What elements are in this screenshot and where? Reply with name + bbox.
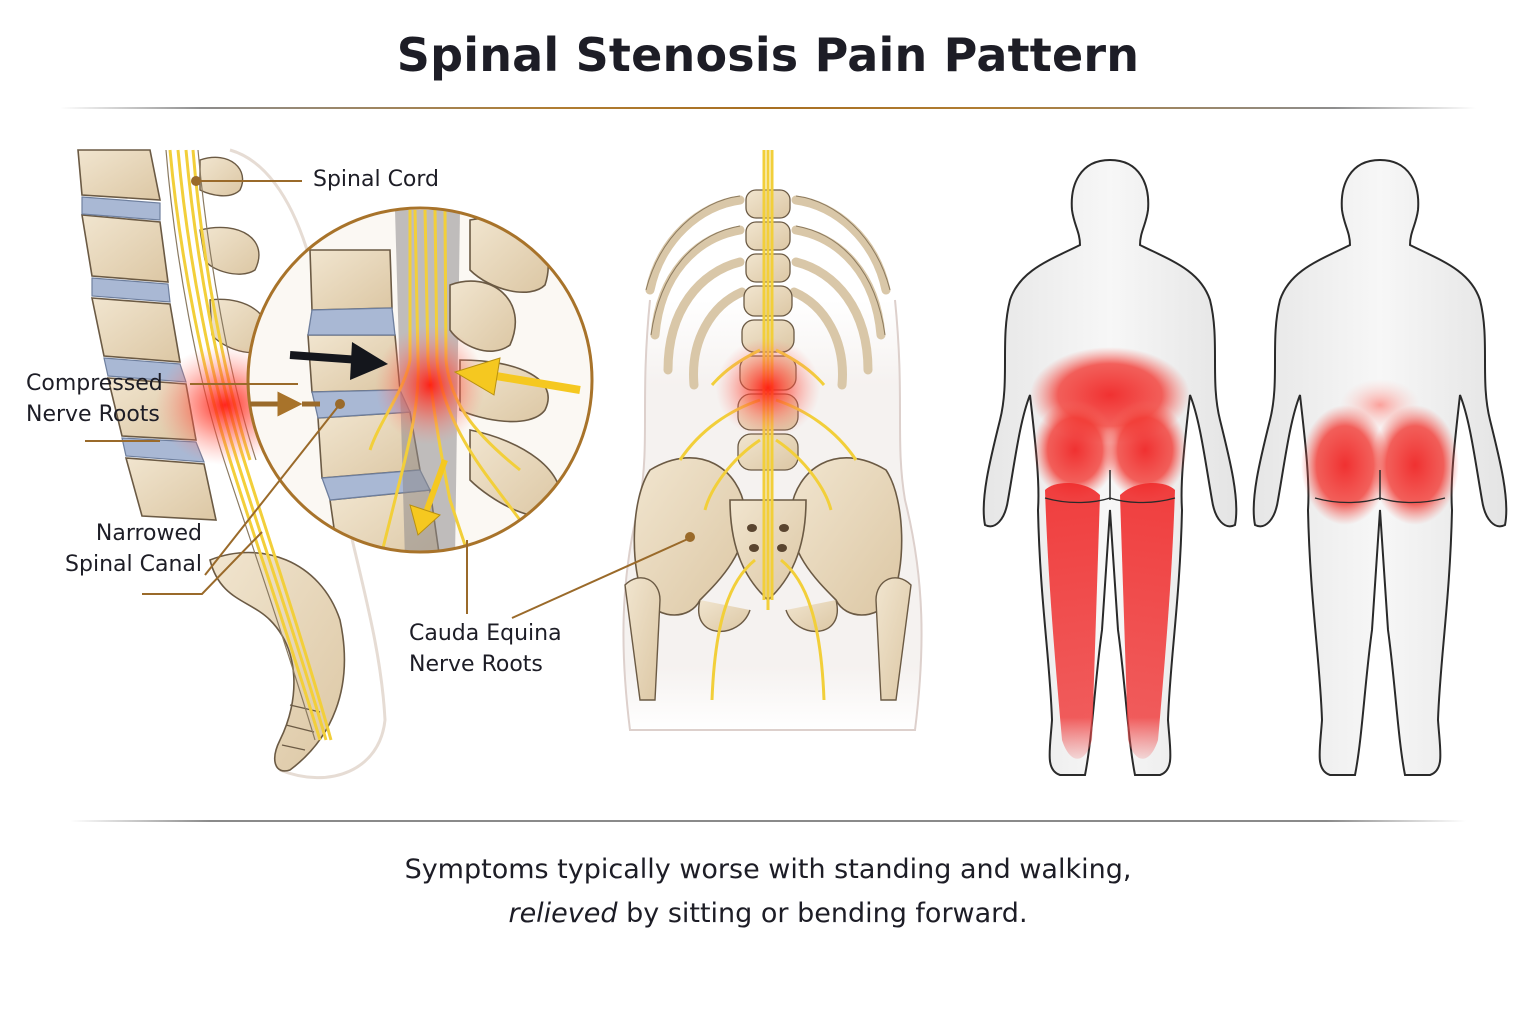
callout-lines xyxy=(85,176,695,619)
label-compressed-nerve-roots: Compressed Nerve Roots xyxy=(26,368,163,430)
label-narrowed-spinal-canal: Narrowed Spinal Canal xyxy=(40,518,202,580)
posterior-spine-illustration xyxy=(622,150,923,731)
body-figure-1 xyxy=(982,158,1238,776)
caption-emphasis: relieved xyxy=(508,898,618,929)
label-compressed-line1: Compressed xyxy=(26,371,163,396)
label-cauda-equina: Cauda Equina Nerve Roots xyxy=(409,618,562,680)
caption: Symptoms typically worse with standing a… xyxy=(0,848,1536,936)
lateral-spine-illustration xyxy=(77,148,387,780)
label-narrowed-line2: Spinal Canal xyxy=(65,552,202,577)
caption-line1: Symptoms typically worse with standing a… xyxy=(404,854,1132,885)
magnified-inset xyxy=(246,206,594,554)
caption-divider xyxy=(70,820,1466,822)
label-compressed-line2: Nerve Roots xyxy=(26,402,160,427)
label-spinal-cord-text: Spinal Cord xyxy=(313,167,440,192)
title-divider xyxy=(60,107,1476,109)
label-spinal-cord: Spinal Cord xyxy=(313,164,439,195)
caption-line2-rest: by sitting or bending forward. xyxy=(617,898,1028,929)
label-cauda-line1: Cauda Equina xyxy=(409,621,562,646)
label-narrowed-line1: Narrowed xyxy=(95,521,202,546)
caption-line2: relieved by sitting or bending forward. xyxy=(0,892,1536,936)
page-title: Spinal Stenosis Pain Pattern xyxy=(396,28,1140,82)
body-figure-2 xyxy=(1252,158,1508,776)
label-cauda-line2: Nerve Roots xyxy=(409,652,543,677)
